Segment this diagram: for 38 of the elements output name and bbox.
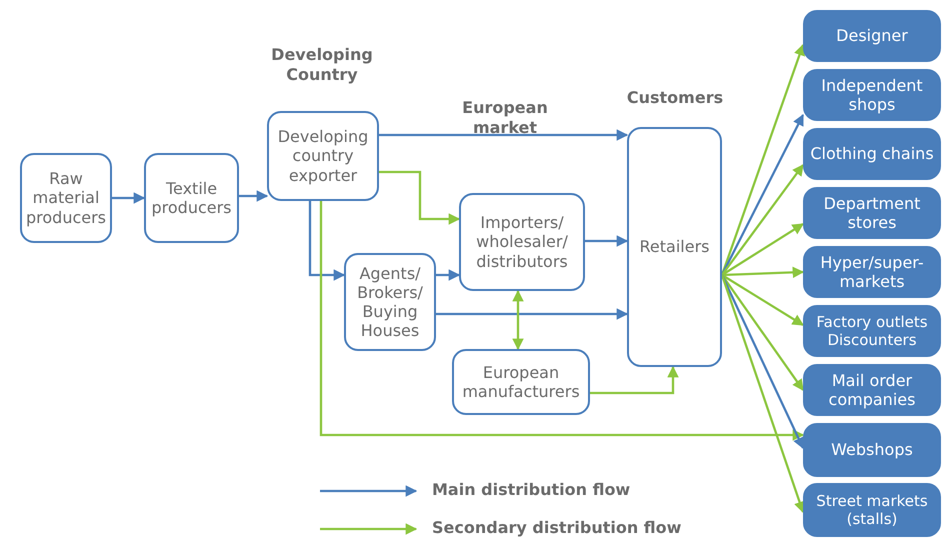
process-box: Developing country exporter (267, 111, 379, 201)
arrow (436, 308, 628, 320)
arrow (308, 201, 346, 281)
arrow (720, 274, 804, 450)
arrow (112, 192, 146, 204)
process-box: Raw material producers (20, 153, 112, 243)
process-box: European manufacturers (452, 349, 590, 415)
channel-box: Department stores (803, 187, 941, 239)
arrow (436, 269, 460, 281)
channel-box: Designer (803, 10, 941, 62)
channel-box: Independent shops (803, 69, 941, 121)
process-box: Retailers (627, 127, 722, 367)
arrow (721, 223, 804, 276)
column-heading: Developing Country (270, 45, 374, 85)
arrow (585, 235, 628, 247)
arrow (379, 170, 460, 225)
legend-label: Secondary distribution flow (432, 518, 682, 537)
arrow (721, 274, 804, 326)
arrow (720, 274, 806, 514)
column-heading: Customers (626, 88, 724, 108)
process-box: Textile producers (144, 153, 239, 243)
channel-box: Street markets (stalls) (803, 483, 941, 537)
arrow (721, 164, 804, 276)
arrow (590, 366, 679, 394)
legend-label: Main distribution flow (432, 480, 630, 499)
channel-box: Clothing chains (803, 128, 941, 180)
arrow (512, 290, 524, 350)
column-heading: European market (461, 98, 549, 138)
arrow (722, 266, 804, 278)
arrow (320, 201, 804, 441)
channel-box: Mail order companies (803, 364, 941, 416)
channel-box: Factory outlets Discounters (803, 305, 941, 357)
arrow (239, 190, 268, 202)
channel-box: Webshops (803, 423, 941, 477)
process-box: Agents/ Brokers/ Buying Houses (344, 253, 436, 351)
channel-box: Hyper/super-markets (803, 246, 941, 298)
process-box: Importers/ wholesaler/ distributors (459, 193, 585, 291)
arrow (379, 129, 628, 141)
